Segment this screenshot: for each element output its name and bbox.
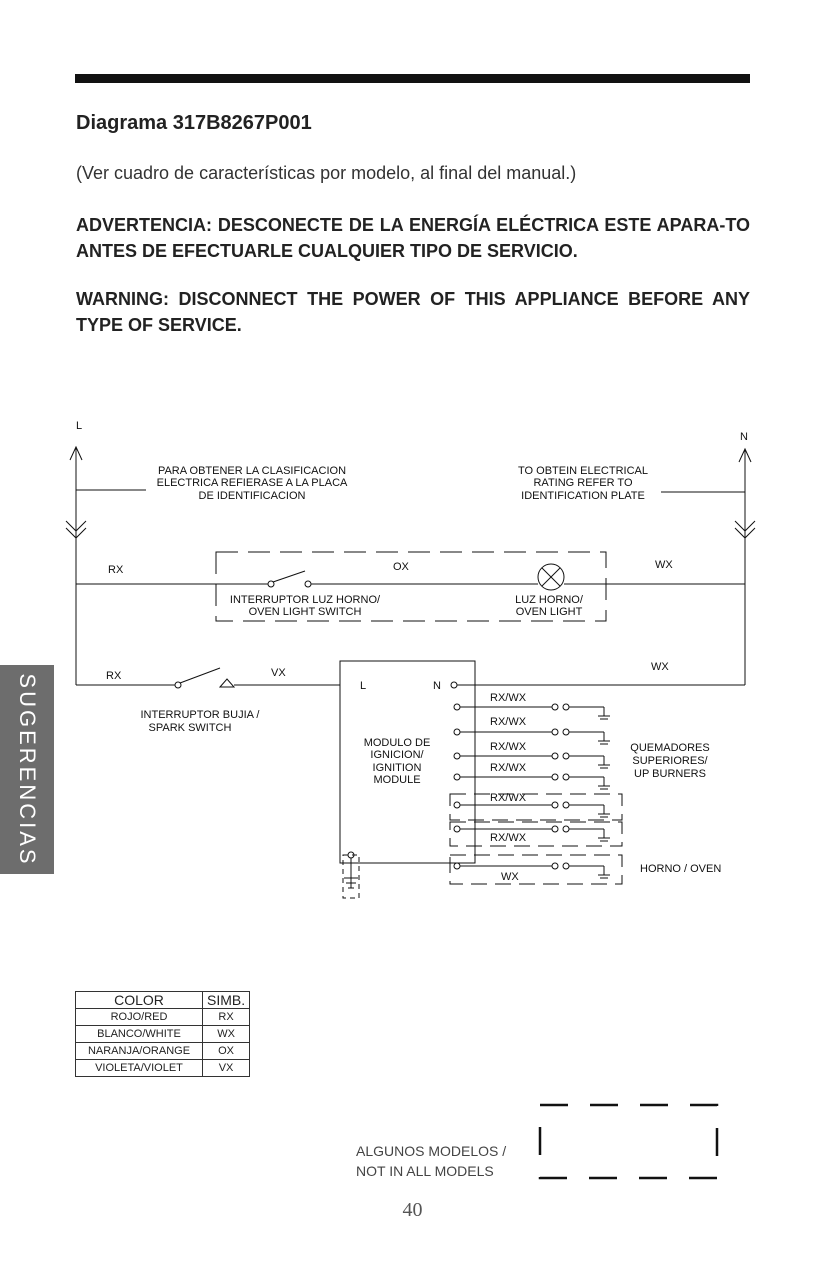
legend-symbol: OX (201, 1042, 251, 1060)
spark-switch-label-1: INTERRUPTOR BUJIA / (141, 709, 261, 721)
legend-row: ROJO/RED RX (75, 1008, 251, 1026)
legend-row: NARANJA/ORANGE OX (75, 1042, 251, 1060)
rating-en-line-2: RATING REFER TO (533, 477, 632, 489)
burner-5-optional-box (449, 793, 623, 821)
burner-wire-label-4: RX/WX (490, 762, 527, 774)
line-l-terminal-2 (65, 527, 87, 539)
line-n-arrow (738, 447, 752, 463)
burner-6-optional-box (449, 821, 623, 847)
module-n-label: N (433, 680, 441, 692)
rating-es-line-2: ELECTRICA REFIERASE A LA PLACA (157, 477, 348, 489)
oven-light-lamp-cross-2 (541, 567, 561, 587)
light-switch-contact-b (304, 580, 312, 588)
rating-es-line-1: PARA OBTENER LA CLASIFICACION (158, 465, 346, 477)
burner-wire-label-1: RX/WX (490, 692, 527, 704)
light-switch-lever (272, 570, 306, 583)
module-label-4: MODULE (373, 774, 420, 786)
light-switch-label-2: OVEN LIGHT SWITCH (249, 606, 362, 618)
legend-header-color: COLOR (75, 991, 203, 1009)
wire-ox-label: OX (393, 561, 410, 573)
burner-electrode-2 (453, 728, 610, 745)
some-models-note-line-1: ALGUNOS MODELOS / (356, 1143, 507, 1159)
wire-rx-top-label: RX (108, 564, 124, 576)
legend-header-row: COLOR SIMB. (75, 991, 251, 1009)
burner-wire-label-6: RX/WX (490, 832, 527, 844)
legend-symbol: RX (201, 1008, 251, 1026)
side-tab: SUGERENCIAS (0, 665, 54, 874)
module-l-label: L (360, 680, 366, 692)
some-models-note-line-2: NOT IN ALL MODELS (356, 1163, 494, 1179)
light-circuit-optional-box (215, 551, 607, 622)
spark-switch-label-2: SPARK SWITCH (149, 722, 232, 734)
legend-color: VIOLETA/VIOLET (75, 1059, 203, 1077)
oven-optional-box (449, 854, 623, 885)
burner-electrode-4 (453, 773, 610, 790)
line-n-terminal-2 (734, 527, 756, 539)
color-legend-table: COLOR SIMB. ROJO/RED RX BLANCO/WHITE WX … (75, 991, 251, 1077)
oven-wire-label: WX (501, 871, 519, 883)
spark-switch-contact-b (218, 678, 236, 688)
oven-light-label-2: OVEN LIGHT (516, 606, 583, 618)
oven-light-label-1: LUZ HORNO/ (515, 594, 584, 606)
wire-wx-bottom-label: WX (651, 661, 669, 673)
some-models-note: ALGUNOS MODELOS / NOT IN ALL MODELS (356, 1141, 506, 1181)
up-burners-label-2: SUPERIORES/ (632, 755, 708, 767)
burner-electrode-5 (453, 801, 610, 818)
legend-header-symbol: SIMB. (201, 991, 251, 1009)
oven-electrode (453, 862, 610, 879)
oven-label: HORNO / OVEN (640, 863, 721, 875)
light-switch-label-1: INTERRUPTOR LUZ HORNO/ (230, 594, 381, 606)
legend-symbol: VX (201, 1059, 251, 1077)
spark-switch-lever (179, 667, 221, 684)
legend-row: BLANCO/WHITE WX (75, 1025, 251, 1043)
line-l-label: L (76, 420, 82, 432)
rating-es-line-3: DE IDENTIFICACION (199, 490, 306, 502)
burner-wire-label-3: RX/WX (490, 741, 527, 753)
burner-electrode-6 (453, 825, 610, 842)
module-label-3: IGNITION (373, 762, 422, 774)
module-n-terminal (450, 681, 458, 689)
up-burners-label-3: UP BURNERS (634, 768, 706, 780)
light-switch-contact-a (267, 580, 275, 588)
legend-color: NARANJA/ORANGE (75, 1042, 203, 1060)
warning-english: WARNING: DISCONNECT THE POWER OF THIS AP… (76, 289, 750, 335)
legend-symbol: WX (201, 1025, 251, 1043)
line-n-label: N (740, 431, 748, 443)
burner-electrode-1 (453, 703, 610, 720)
up-burners-label-1: QUEMADORES (630, 742, 709, 754)
diagram-subtitle: (Ver cuadro de características por model… (76, 163, 577, 183)
module-label-2: IGNICION/ (370, 749, 424, 761)
line-l-arrow (69, 445, 83, 461)
module-label-1: MODULO DE (364, 737, 431, 749)
rating-en-line-1: TO OBTEIN ELECTRICAL (518, 465, 648, 477)
oven-light-lamp (537, 563, 565, 591)
page-number: 40 (402, 1199, 423, 1221)
line-n-terminal-1 (734, 520, 756, 532)
rating-en-line-3: IDENTIFICATION PLATE (521, 490, 645, 502)
ignition-module-box (339, 660, 476, 864)
legend-color: ROJO/RED (75, 1008, 203, 1026)
wire-rx-bottom-label: RX (106, 670, 122, 682)
legend-row: VIOLETA/VIOLET VX (75, 1059, 251, 1077)
spark-switch-contact-a (174, 681, 182, 689)
burner-wire-label-5: RX/WX (490, 792, 527, 804)
burner-electrode-3 (453, 752, 610, 769)
burner-wire-label-2: RX/WX (490, 716, 527, 728)
wire-vx-label: VX (271, 667, 286, 679)
warning-spanish: ADVERTENCIA: DESCONECTE DE LA ENERGÍA EL… (76, 215, 750, 261)
diagram-title: Diagrama 317B8267P001 (76, 112, 312, 134)
top-rule (75, 74, 750, 83)
line-l-terminal-1 (65, 520, 87, 532)
optional-box-sample (538, 1103, 719, 1180)
wire-wx-top-label: WX (655, 559, 673, 571)
module-ground-optional-box (342, 854, 360, 899)
legend-color: BLANCO/WHITE (75, 1025, 203, 1043)
